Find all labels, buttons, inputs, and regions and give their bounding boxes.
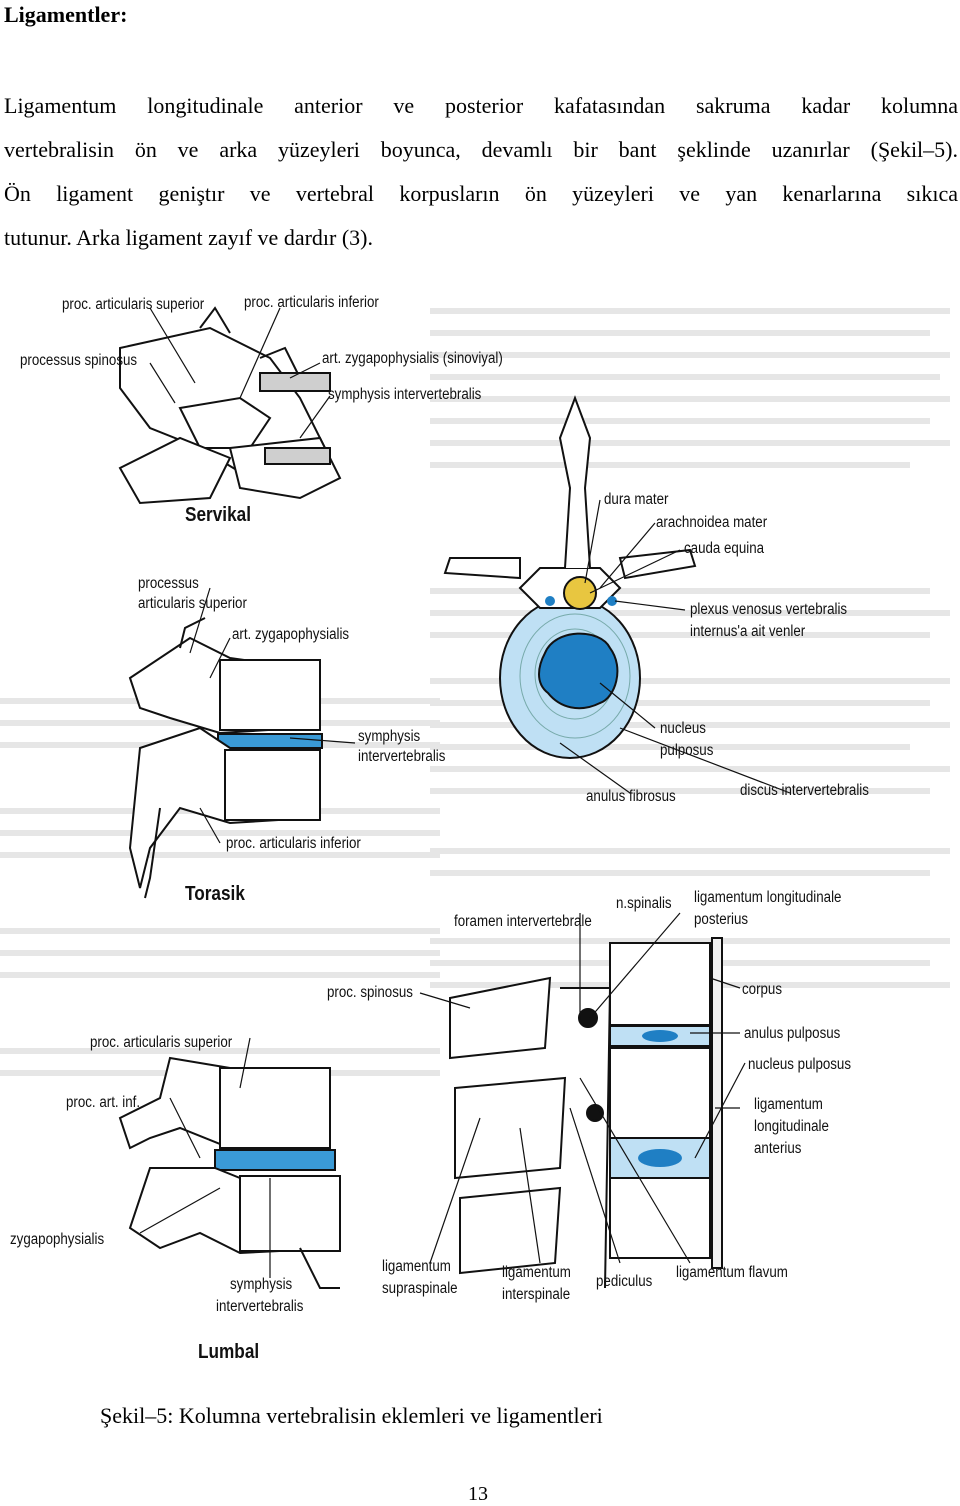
anatomy-illustration xyxy=(0,306,950,1289)
label-ligamentum-interspinale-1: ligamentum xyxy=(502,1264,571,1281)
label-ligamentum-supraspinale-2: supraspinale xyxy=(382,1280,458,1297)
label-foramen-intervertebrale: foramen intervertebrale xyxy=(454,913,592,930)
paragraph-line: Ön ligament geniştır ve vertebral korpus… xyxy=(4,181,958,206)
label-n-spinalis: n.spinalis xyxy=(616,895,672,912)
leader-lines xyxy=(139,307,791,1278)
paragraph-line: Ligamentum longitudinale anterior ve pos… xyxy=(4,93,958,118)
vertebra-cross-section xyxy=(443,395,697,759)
label-articularis-superior: articularis superior xyxy=(138,595,247,612)
label-ligamentum-longitudinale-anterius-1: ligamentum xyxy=(754,1096,823,1113)
label-proc-articularis-superior-lumbar: proc. articularis superior xyxy=(90,1034,233,1051)
label-anulus-fibrosus: anulus fibrosus xyxy=(586,788,676,805)
page-number: 13 xyxy=(468,1483,488,1505)
vertebral-ligaments-figure: proc. articularis superior proc. articul… xyxy=(0,288,960,1378)
label-intervertebralis-thoracic: intervertebralis xyxy=(358,748,446,765)
paragraph-line: vertebralisin ön ve arka yüzeyleri boyun… xyxy=(4,137,958,162)
label-symphysis-intervertebralis-cervical: symphysis intervertebralis xyxy=(328,386,482,403)
label-ligamentum-longitudinale-posterius-1: ligamentum longitudinale xyxy=(694,889,842,906)
label-ligamentum-supraspinale-1: ligamentum xyxy=(382,1258,451,1275)
figure-caption: Şekil–5: Kolumna vertebralisin eklemleri… xyxy=(100,1403,603,1428)
label-processus-spinosus: processus spinosus xyxy=(20,352,138,369)
label-torasik: Torasik xyxy=(185,883,245,905)
label-nucleus-pulposus: nucleus pulposus xyxy=(748,1056,852,1073)
label-ligamentum-interspinale-2: interspinale xyxy=(502,1286,571,1303)
label-ligamentum-longitudinale-anterius-2: longitudinale xyxy=(754,1118,829,1135)
label-symphysis-lumbar: symphysis xyxy=(230,1276,293,1293)
label-cauda-equina: cauda equina xyxy=(684,540,765,557)
label-plexus-venosus-vertebralis: plexus venosus vertebralis xyxy=(690,601,848,618)
section-heading: Ligamentler: xyxy=(4,2,128,27)
label-ligamentum-longitudinale-posterius-2: posterius xyxy=(694,911,749,928)
label-intervertebralis-lumbar: intervertebralis xyxy=(216,1298,304,1315)
lumbar-vertebrae-drawing xyxy=(118,1056,341,1289)
label-dura-mater: dura mater xyxy=(604,491,669,508)
label-art-zygapophysialis-thoracic: art. zygapophysialis xyxy=(232,626,350,643)
label-proc-articularis-inferior-thoracic: proc. articularis inferior xyxy=(226,835,361,852)
cervical-vertebrae-drawing xyxy=(118,306,342,505)
label-discus-intervertebralis: discus intervertebralis xyxy=(740,782,869,799)
paragraph-line: tutunur. Arka ligament zayıf ve dardır (… xyxy=(4,225,373,250)
label-arachnoidea-mater: arachnoidea mater xyxy=(656,514,768,531)
label-proc-art-inf: proc. art. inf. xyxy=(66,1094,141,1111)
label-proc-spinosus-lumbar: proc. spinosus xyxy=(327,984,413,1001)
body-paragraph: Ligamentum longitudinale anterior ve pos… xyxy=(4,84,958,260)
label-proc-articularis-inferior: proc. articularis inferior xyxy=(244,294,379,311)
label-internus-venler: internus'a ait venler xyxy=(690,623,806,640)
label-nucleus: nucleus xyxy=(660,720,706,737)
label-ligamentum-flavum: ligamentum flavum xyxy=(676,1264,788,1281)
label-art-zygapophysialis-sinoviyal: art. zygapophysialis (sinoviyal) xyxy=(322,350,503,367)
label-proc-articularis-superior: proc. articularis superior xyxy=(62,296,205,313)
label-servikal: Servikal xyxy=(185,504,251,526)
label-corpus: corpus xyxy=(742,981,783,998)
label-zygapophysialis: zygapophysialis xyxy=(10,1231,105,1248)
label-anulus-pulposus: anulus pulposus xyxy=(744,1025,841,1042)
label-ligamentum-longitudinale-anterius-3: anterius xyxy=(754,1140,802,1157)
label-processus: processus xyxy=(138,575,199,592)
label-pulposus: pulposus xyxy=(660,742,714,759)
label-pediculus: pediculus xyxy=(596,1273,653,1290)
sagittal-section xyxy=(449,937,723,1289)
label-symphysis-thoracic: symphysis xyxy=(358,728,421,745)
label-lumbal: Lumbal xyxy=(198,1341,260,1363)
